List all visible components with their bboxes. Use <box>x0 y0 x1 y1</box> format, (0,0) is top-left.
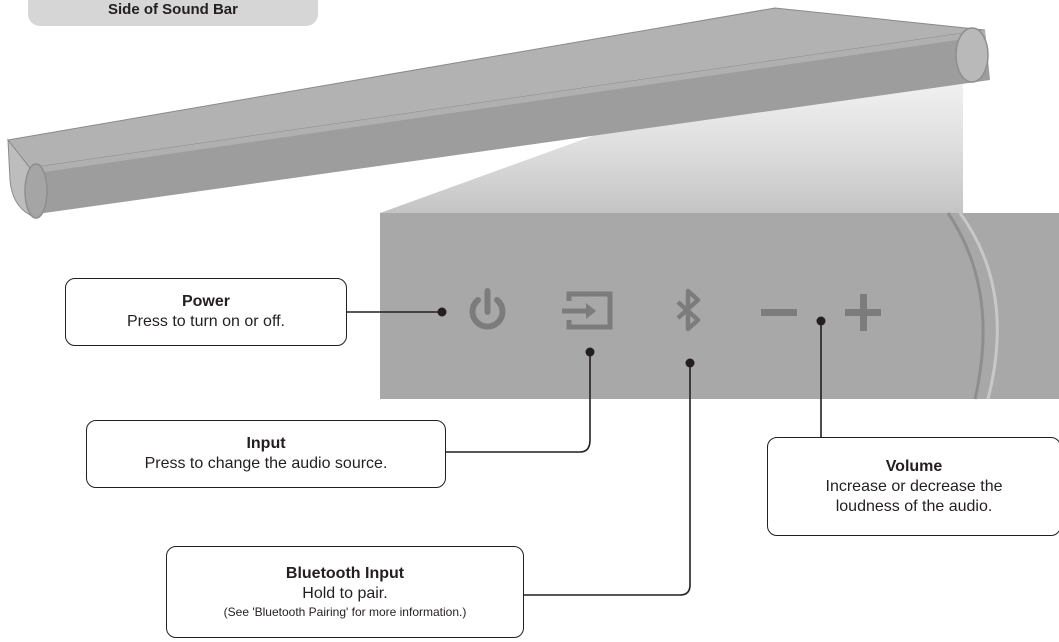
bluetooth-icon[interactable] <box>676 288 701 332</box>
volume-down-icon[interactable] <box>761 309 797 316</box>
input-callout: Input Press to change the audio source. <box>86 420 446 488</box>
leader-dots <box>437 307 826 368</box>
power-callout-title: Power <box>181 293 230 310</box>
soundbar <box>7 7 990 219</box>
volume-callout-desc: Increase or decrease the loudness of the… <box>825 477 1003 515</box>
leader-lines <box>347 311 822 596</box>
bluetooth-callout-title: Bluetooth Input <box>285 565 405 582</box>
bluetooth-callout: Bluetooth Input Hold to pair. (See 'Blue… <box>166 546 524 638</box>
power-callout-desc: Press to turn on or off. <box>126 313 285 330</box>
section-tab: Side of Sound Bar <box>28 0 318 26</box>
input-callout-desc: Press to change the audio source. <box>144 455 388 472</box>
power-icon[interactable] <box>469 288 506 330</box>
power-callout: Power Press to turn on or off. <box>65 278 347 346</box>
input-icon[interactable] <box>562 291 613 330</box>
bluetooth-callout-desc: Hold to pair. <box>302 585 388 602</box>
volume-callout: Volume Increase or decrease the loudness… <box>767 437 1059 536</box>
zoom-cone <box>380 70 963 213</box>
input-callout-title: Input <box>246 435 286 452</box>
bluetooth-callout-note: (See 'Bluetooth Pairing' for more inform… <box>223 605 467 619</box>
volume-up-icon[interactable] <box>845 294 881 331</box>
control-panel <box>380 212 1059 400</box>
section-tab-label: Side of Sound Bar <box>107 1 238 18</box>
volume-callout-title: Volume <box>885 457 943 475</box>
